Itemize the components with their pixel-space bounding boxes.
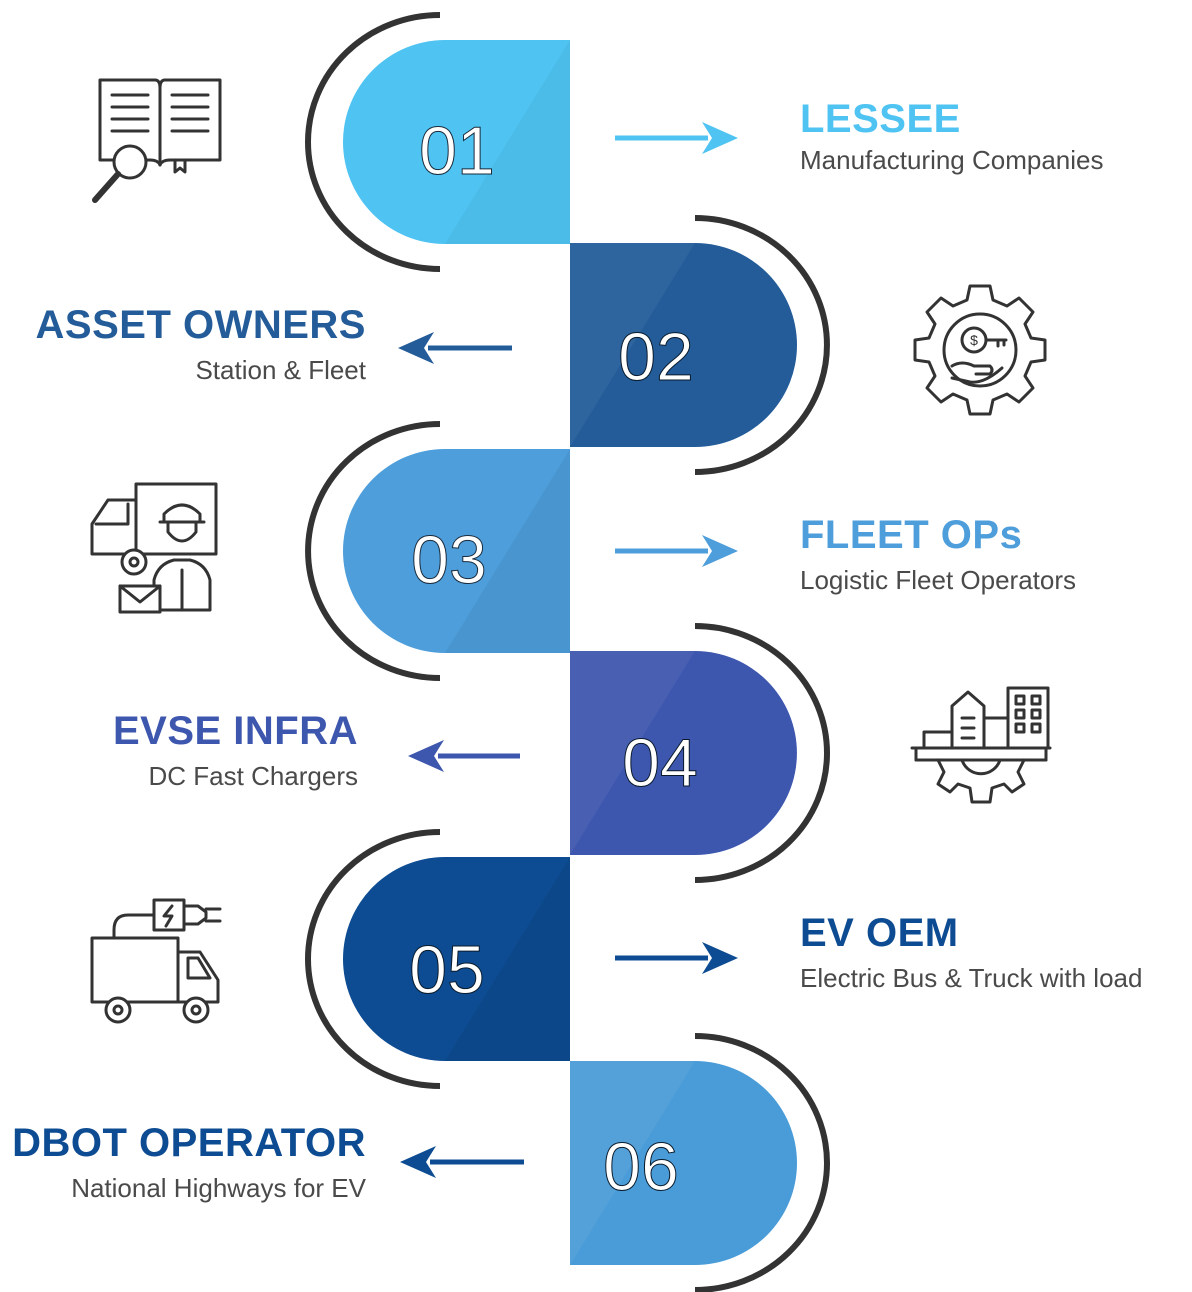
step-05-bracket bbox=[305, 829, 441, 1089]
step-04-number: 04 bbox=[622, 725, 698, 801]
city-gear-icon bbox=[910, 686, 1052, 804]
book-search-icon bbox=[92, 78, 222, 203]
delivery-truck-worker-icon bbox=[90, 482, 218, 614]
step-04-bracket bbox=[694, 623, 830, 883]
step-04-label: EVSE INFRA DC Fast Chargers bbox=[0, 708, 358, 792]
step-05-title: EV OEM bbox=[800, 911, 959, 955]
step-06-title: DBOT OPERATOR bbox=[12, 1121, 366, 1165]
step-06-number: 06 bbox=[603, 1129, 679, 1205]
step-02-number: 02 bbox=[618, 319, 694, 395]
step-01-arrow bbox=[702, 122, 738, 154]
step-04-title: EVSE INFRA bbox=[112, 709, 358, 753]
step-05-number: 05 bbox=[409, 932, 485, 1008]
step-02-arrow bbox=[398, 332, 434, 364]
step-02-title: ASSET OWNERS bbox=[35, 303, 366, 347]
step-06-subtitle: National Highways for EV bbox=[71, 1173, 366, 1203]
step-05-subtitle: Electric Bus & Truck with load bbox=[800, 963, 1143, 993]
step-02-shape bbox=[570, 243, 797, 447]
step-05-arrow bbox=[702, 942, 738, 974]
step-01-label: LESSEE Manufacturing Companies bbox=[800, 96, 1180, 176]
step-05-label: EV OEM Electric Bus & Truck with load bbox=[800, 910, 1192, 994]
step-03-label: FLEET OPs Logistic Fleet Operators bbox=[800, 512, 1180, 596]
step-01-number: 01 bbox=[419, 113, 495, 189]
step-02-label: ASSET OWNERS Station & Fleet bbox=[0, 302, 366, 386]
step-04-subtitle: DC Fast Chargers bbox=[148, 761, 359, 791]
step-06-label: DBOT OPERATOR National Highways for EV bbox=[0, 1120, 366, 1204]
svg-text:$: $ bbox=[970, 332, 978, 348]
step-01-subtitle: Manufacturing Companies bbox=[800, 145, 1104, 175]
step-03-arrow bbox=[702, 535, 738, 567]
step-02-subtitle: Station & Fleet bbox=[195, 355, 366, 385]
step-06-shape bbox=[570, 1061, 797, 1265]
step-03-title: FLEET OPs bbox=[800, 513, 1023, 557]
step-05-shape bbox=[343, 857, 570, 1061]
step-06-arrow bbox=[400, 1146, 436, 1178]
step-03-shape bbox=[343, 449, 570, 653]
electric-truck-plug-icon bbox=[90, 898, 222, 1024]
step-03-bracket bbox=[305, 421, 441, 681]
step-04-arrow bbox=[408, 740, 444, 772]
step-02-bracket bbox=[694, 215, 830, 475]
step-03-subtitle: Logistic Fleet Operators bbox=[800, 565, 1077, 595]
step-01-shape bbox=[343, 40, 570, 244]
step-01-title: LESSEE bbox=[800, 97, 961, 141]
step-04-shape bbox=[570, 651, 797, 855]
step-06-bracket bbox=[694, 1033, 830, 1292]
step-01-bracket bbox=[305, 12, 441, 272]
gear-money-key-icon: $ bbox=[913, 284, 1047, 416]
step-03-number: 03 bbox=[411, 522, 487, 598]
